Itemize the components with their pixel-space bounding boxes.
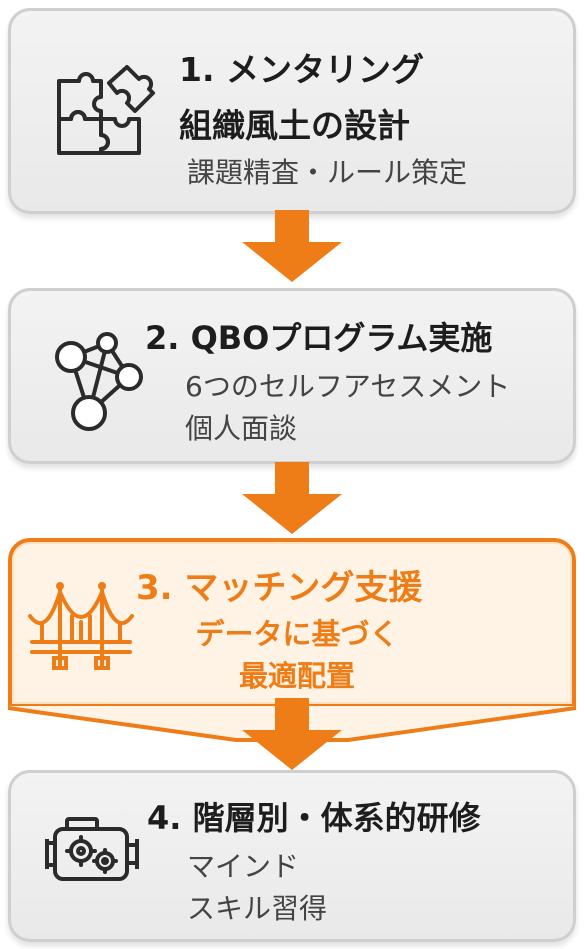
engine-gears-icon [45, 817, 139, 881]
arrow-down-1 [242, 210, 342, 282]
step-1-card: 1. メンタリング 組織風土の設計 課題精査・ルール策定 [8, 8, 576, 214]
step-2-card: 2. QBOプログラム実施 6つのセルフアセスメント 個人面談 [8, 288, 576, 464]
step-3-desc-line2: 最適配置 [238, 659, 355, 693]
step-4-title: 4. 階層別・体系的研修 [147, 799, 481, 837]
step-3-desc-line1: データに基づく [195, 617, 399, 651]
network-icon [55, 332, 143, 431]
step-1-title-line2: 組織風土の設計 [179, 106, 410, 145]
step-1-desc: 課題精査・ルール策定 [187, 156, 468, 189]
step-4-card: 4. 階層別・体系的研修 マインド スキル習得 [8, 770, 576, 942]
puzzle-icon [57, 65, 155, 155]
step-4-desc-line2: スキル習得 [187, 892, 328, 925]
step-2-title: 2. QBOプログラム実施 [145, 319, 493, 357]
step-3-title: 3. マッチング支援 [136, 568, 423, 608]
arrow-down-2 [242, 462, 342, 534]
arrow-down-3 [242, 698, 342, 770]
step-2-desc-line1: 6つのセルフアセスメント [185, 370, 511, 403]
step-4-desc-line1: マインド [187, 850, 300, 883]
bridge-icon [28, 582, 134, 670]
step-1-title-line1: 1. メンタリング [179, 50, 424, 89]
step-3-card: 3. マッチング支援 データに基づく 最適配置 [8, 538, 576, 708]
step-2-desc-line2: 個人面談 [185, 412, 298, 445]
